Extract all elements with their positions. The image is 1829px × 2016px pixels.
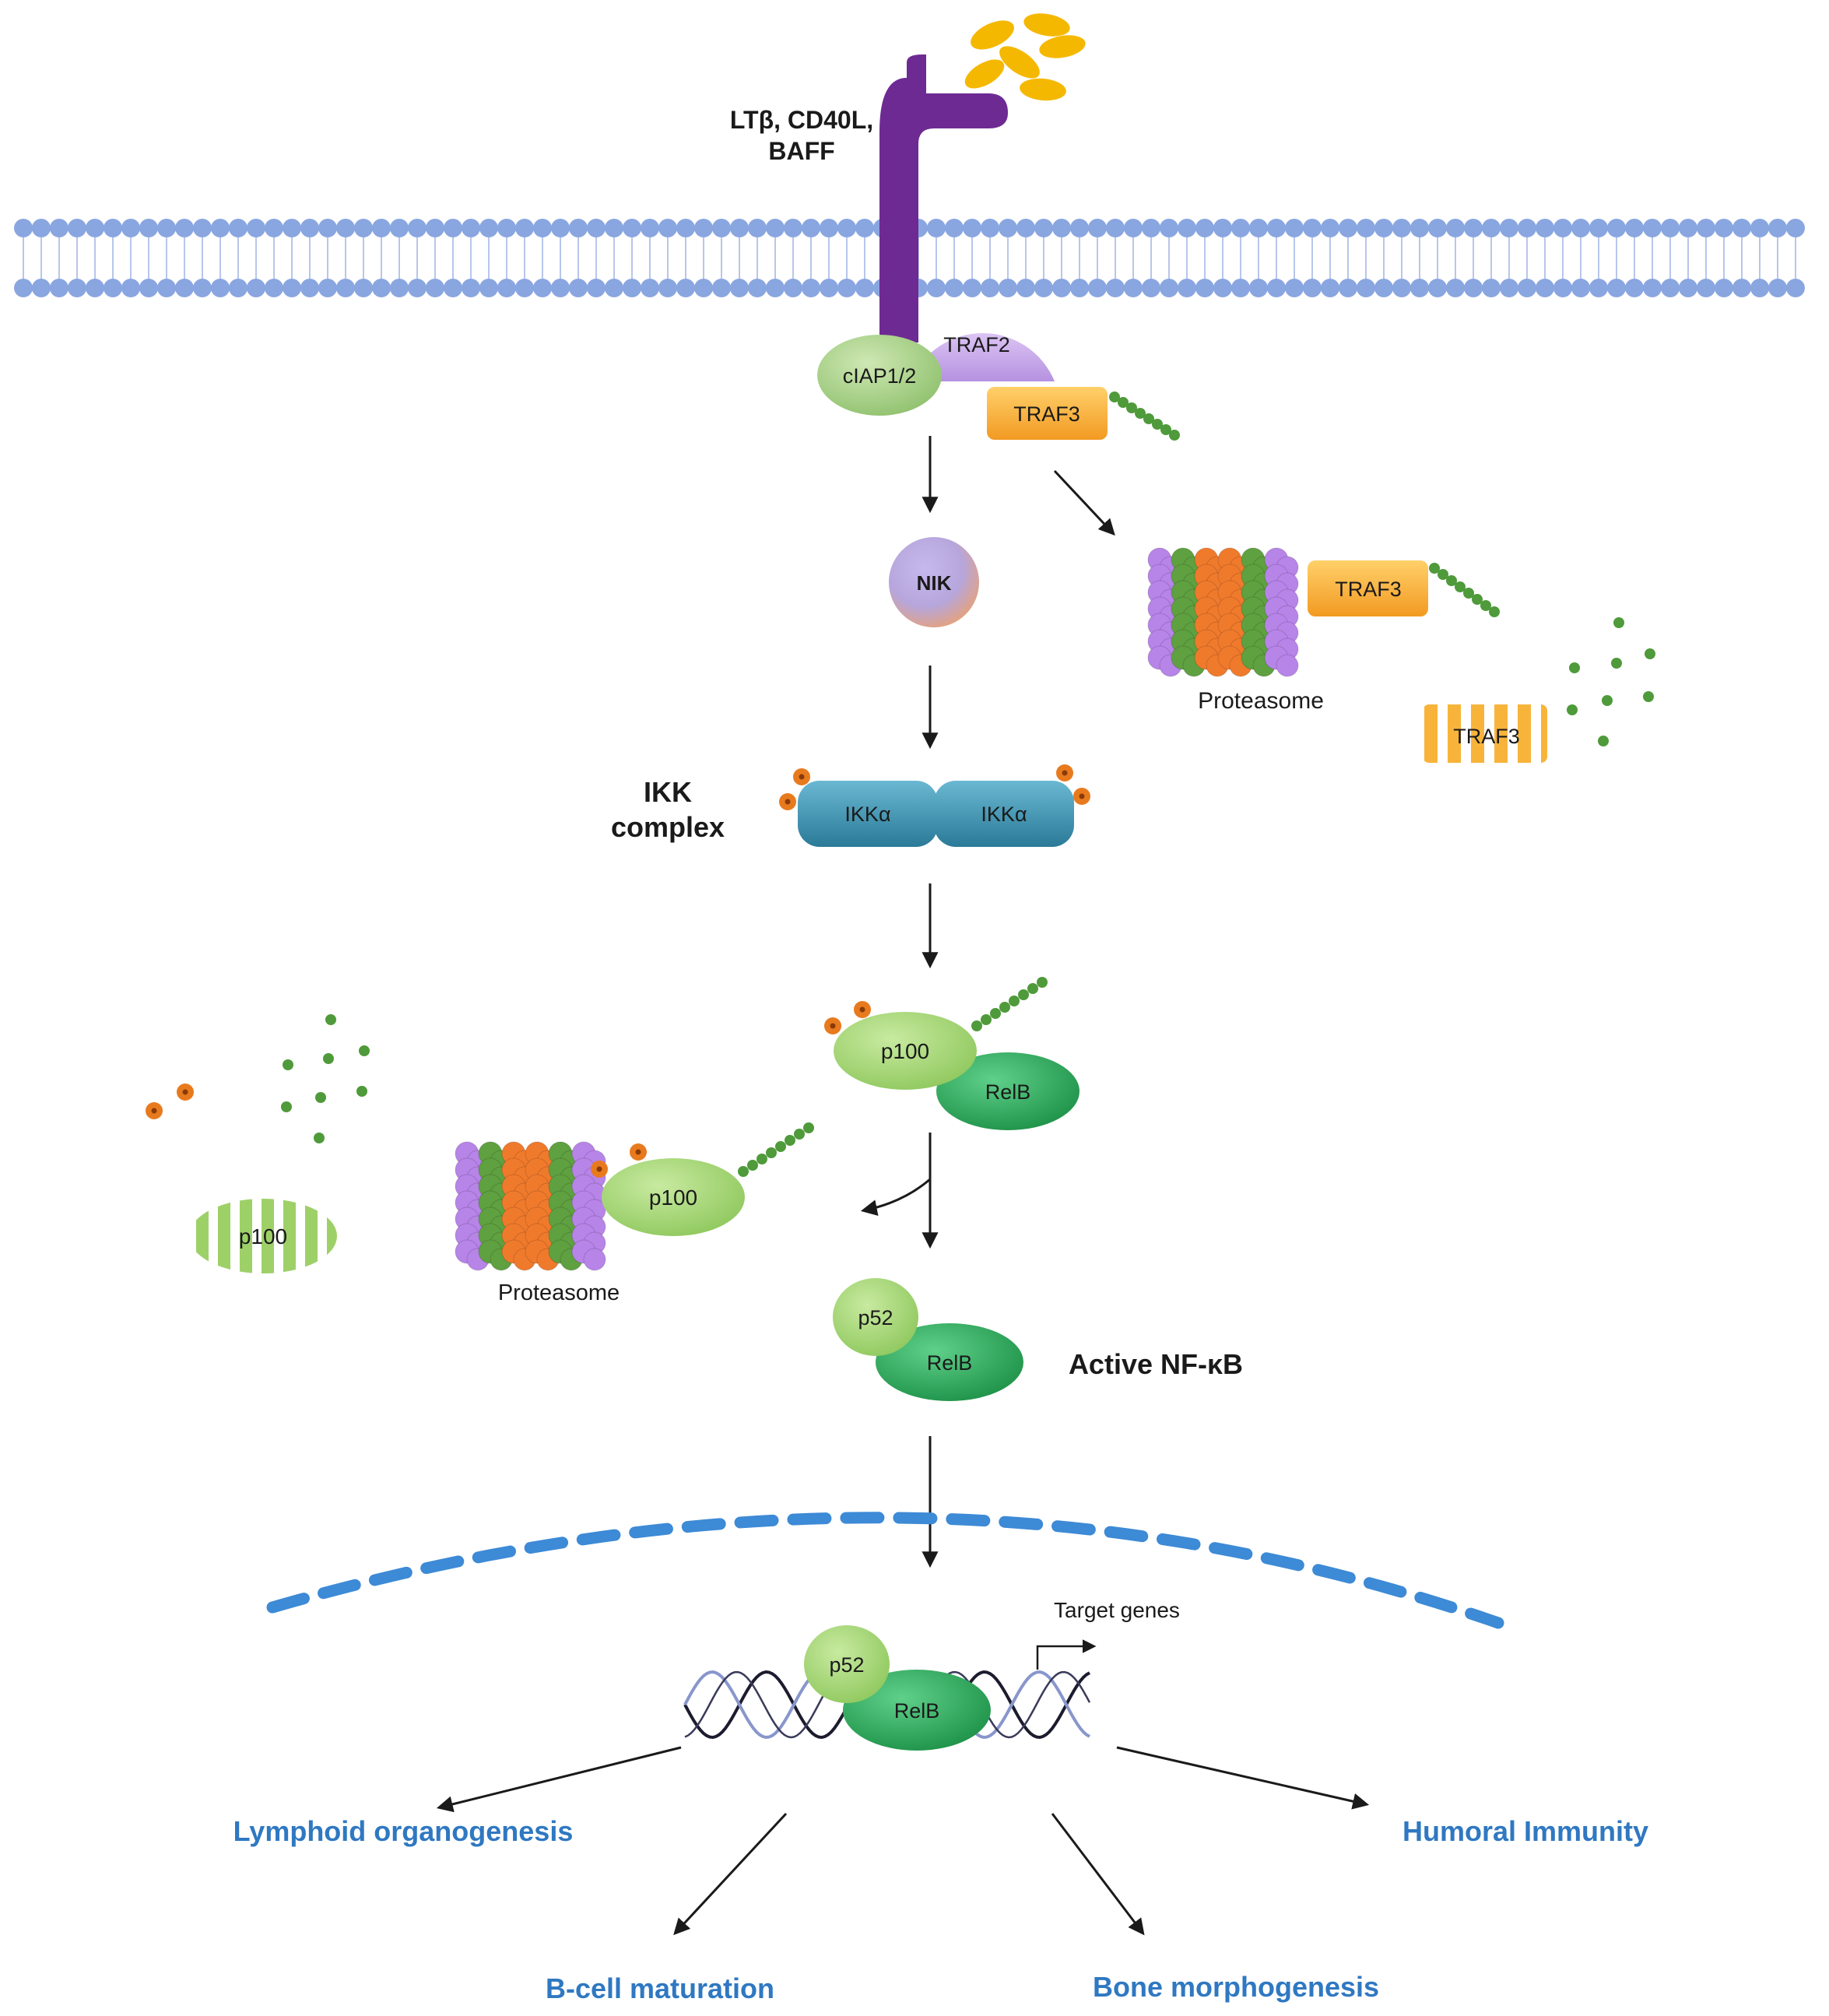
outcome-bcell: B-cell maturation — [546, 1972, 774, 2004]
ikk-complex-label-line1: IKK — [644, 776, 692, 808]
traf2-label: TRAF2 — [943, 333, 1010, 356]
arrow-lymphoid — [436, 1746, 682, 1813]
nik — [889, 537, 979, 627]
relb-dna — [843, 1670, 991, 1751]
ubiquitin-chain — [1109, 392, 1180, 441]
transcription-start-arrow — [1036, 1639, 1097, 1670]
ubiquitin-chain-3 — [971, 977, 1048, 1031]
p100-proteasome-label: p100 — [649, 1185, 697, 1210]
outcome-lymphoid: Lymphoid organogenesis — [233, 1815, 574, 1847]
proteasome-bottom-label: Proteasome — [498, 1280, 620, 1305]
free-ubiquitin-dots-bottom — [281, 1014, 370, 1143]
phosphate-groups-p100 — [824, 1001, 871, 1034]
relb — [936, 1052, 1079, 1130]
ikka-left — [798, 781, 938, 847]
relb-label: RelB — [985, 1080, 1031, 1104]
outcome-humoral: Humoral Immunity — [1402, 1815, 1648, 1847]
cell-membrane — [14, 219, 1805, 297]
phosphate-groups-proteasome — [591, 1143, 647, 1178]
active-nfkb-label: Active NF-κB — [1069, 1348, 1243, 1380]
p52 — [833, 1278, 918, 1356]
nuclear-membrane — [266, 1512, 1504, 1629]
ciap-label: cIAP1/2 — [843, 364, 917, 388]
traf2 — [911, 332, 1055, 381]
ciap — [817, 335, 942, 416]
relb-active-label: RelB — [927, 1351, 973, 1375]
traf3-proteasome-label: TRAF3 — [1335, 578, 1402, 601]
target-genes-label: Target genes — [1054, 1598, 1180, 1622]
p100-degraded — [189, 1199, 337, 1273]
traf3-degraded — [1423, 704, 1547, 763]
proteasome-top — [1147, 547, 1299, 677]
arrow-humoral — [1116, 1746, 1370, 1810]
arrow-to-p100-proteasome — [860, 1178, 931, 1216]
traf3-label: TRAF3 — [1013, 402, 1080, 426]
relb-active — [876, 1323, 1023, 1401]
ubiquitin-chain-4 — [738, 1122, 814, 1177]
relb-dna-label: RelB — [894, 1699, 940, 1723]
free-phosphate-dots — [146, 1084, 194, 1119]
ikka-right-label: IKKα — [981, 803, 1027, 826]
traf3-degraded-label: TRAF3 — [1453, 725, 1520, 748]
p52-dna-label: p52 — [829, 1653, 864, 1677]
ikka-right — [934, 781, 1074, 847]
traf3-proteasome — [1308, 560, 1428, 616]
proteasome-bottom — [455, 1141, 606, 1271]
p52-label: p52 — [858, 1306, 893, 1329]
p100-degraded-label: p100 — [239, 1224, 287, 1249]
outcome-bone: Bone morphogenesis — [1093, 1971, 1379, 2003]
ubiquitin-chain-2 — [1429, 563, 1500, 617]
ligand-ellipses — [964, 13, 1086, 101]
traf3-membrane — [987, 387, 1108, 440]
free-ubiquitin-dots-top — [1567, 617, 1655, 746]
p100 — [834, 1012, 977, 1090]
ligand-label-line1: LTβ, CD40L, — [730, 106, 873, 134]
arrow-bcell — [673, 1812, 788, 1936]
p52-dna — [804, 1625, 890, 1703]
arrow-to-proteasome — [1053, 469, 1115, 536]
ikka-left-label: IKKα — [844, 803, 890, 826]
p100-label: p100 — [881, 1039, 929, 1063]
phosphate-groups-ikk — [779, 764, 1090, 810]
ikk-complex-label-line2: complex — [611, 811, 725, 843]
p100-proteasome — [602, 1158, 745, 1236]
ligand-label-line2: BAFF — [768, 137, 834, 165]
arrow-bone — [1051, 1813, 1145, 1936]
receptor — [879, 54, 1008, 342]
nik-label: NIK — [917, 571, 952, 595]
proteasome-top-label: Proteasome — [1198, 688, 1324, 714]
